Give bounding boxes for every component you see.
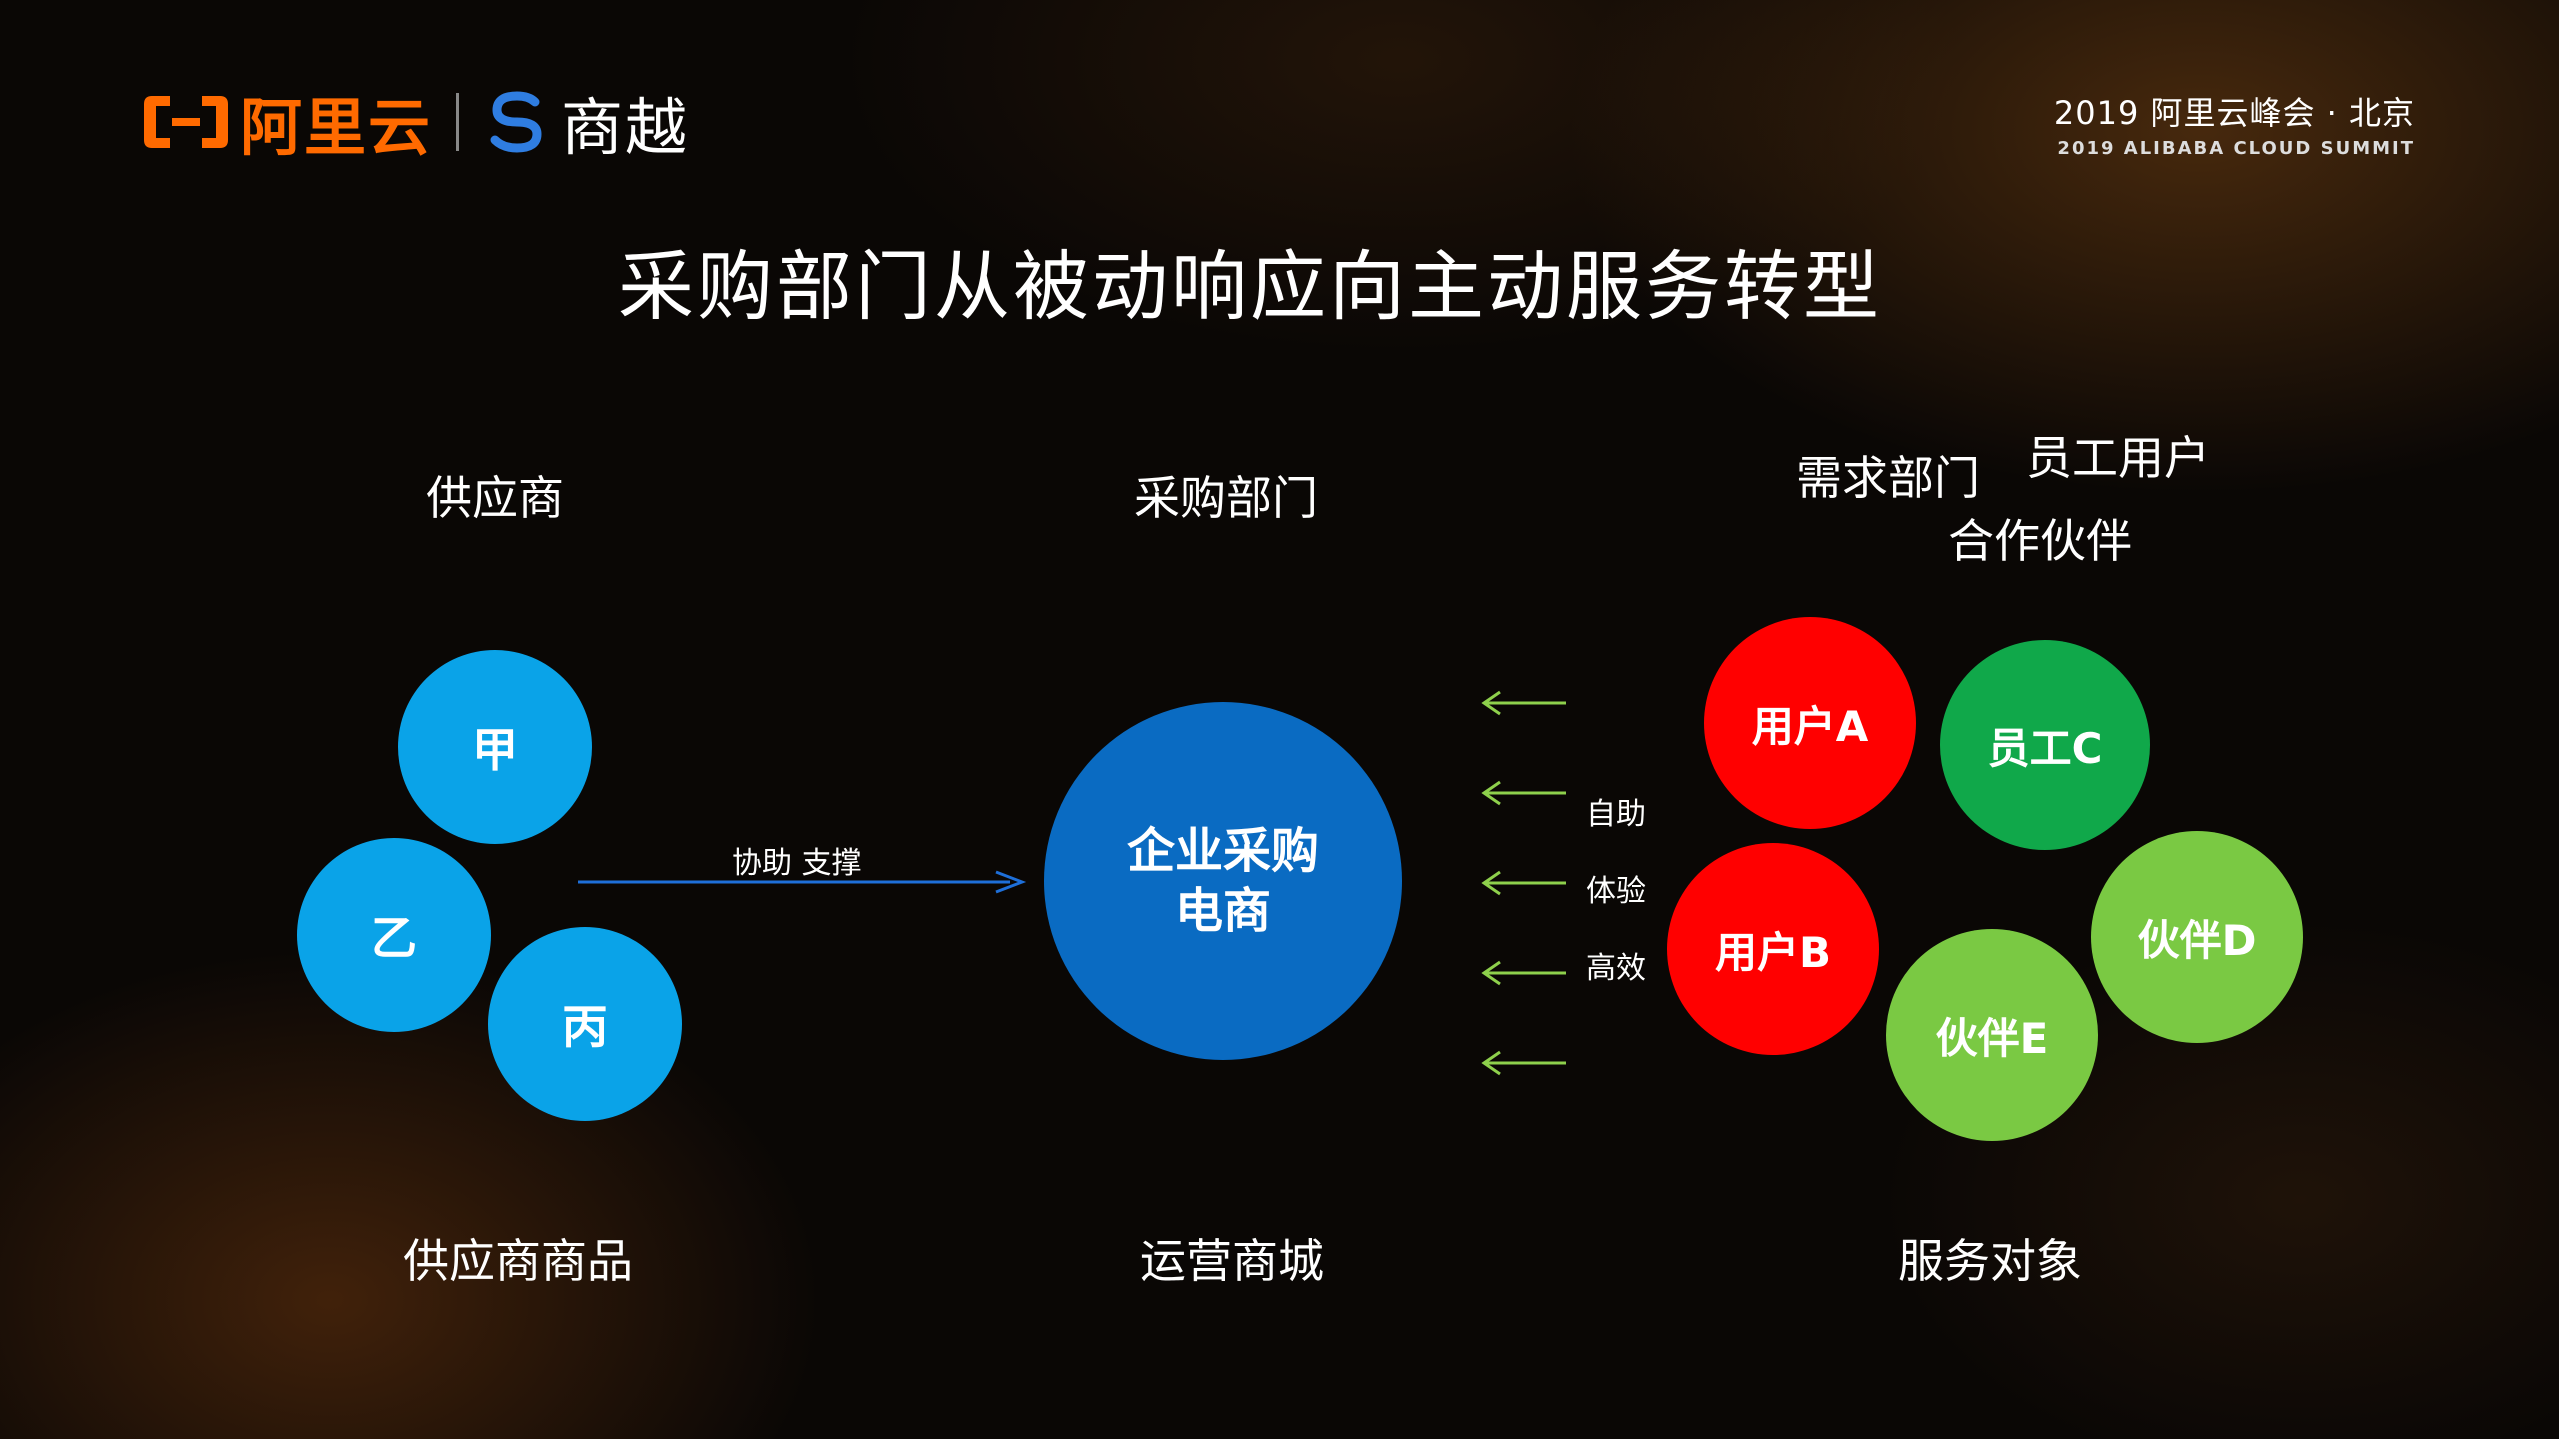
support-arrow	[578, 870, 1027, 894]
logo-divider	[456, 93, 460, 151]
node-user-a: 用户A	[1704, 617, 1916, 829]
left-arrow-1	[1481, 690, 1566, 716]
summit-badge: 2019 阿里云峰会 · 北京 2019 ALIBABA CLOUD SUMMI…	[2054, 88, 2415, 159]
left-arrow-3	[1481, 870, 1566, 896]
label-efficient: 高效	[1586, 951, 1646, 986]
core-label-line2: 电商	[1174, 883, 1271, 939]
label-suppliers: 供应商	[426, 471, 564, 525]
label-demand-dept: 需求部门	[1796, 451, 1980, 505]
support-label: 协助 支撑	[732, 846, 862, 881]
supplier-circle-bing: 丙	[488, 927, 682, 1121]
summit-title: 2019 阿里云峰会 · 北京	[2053, 94, 2415, 132]
node-staff-c: 员工C	[1940, 640, 2150, 850]
label-procurement: 采购部门	[1134, 471, 1318, 525]
left-arrow-5	[1481, 1050, 1566, 1076]
shangyue-logo-text: 商越	[561, 91, 690, 164]
label-supplier-goods: 供应商商品	[403, 1234, 633, 1288]
label-self-service: 自助	[1586, 797, 1646, 832]
header-logos: 阿里云 商越	[140, 82, 689, 164]
supplier-circle-yi: 乙	[297, 838, 491, 1032]
slide-title: 采购部门从被动响应向主动服务转型	[618, 242, 1882, 331]
core-circle: 企业采购 电商	[1044, 702, 1402, 1060]
label-operation-mall: 运营商城	[1140, 1234, 1324, 1288]
label-partners: 合作伙伴	[1948, 514, 2132, 568]
left-arrow-2	[1481, 780, 1566, 806]
label-experience: 体验	[1586, 874, 1646, 909]
label-service-targets: 服务对象	[1898, 1234, 2082, 1288]
aliyun-logo-text: 阿里云	[240, 91, 433, 164]
left-arrow-4	[1481, 960, 1566, 986]
shangyue-logo-icon	[490, 91, 542, 153]
node-user-b: 用户B	[1667, 843, 1879, 1055]
summit-subtitle: 2019 ALIBABA CLOUD SUMMIT	[2057, 138, 2415, 159]
aliyun-logo-icon	[144, 96, 228, 148]
node-partner-d: 伙伴D	[2091, 831, 2303, 1043]
label-staff-users: 员工用户	[2026, 431, 2210, 485]
core-label-line1: 企业采购	[1126, 823, 1319, 879]
supplier-circle-jia: 甲	[398, 650, 592, 844]
node-partner-e: 伙伴E	[1886, 929, 2098, 1141]
